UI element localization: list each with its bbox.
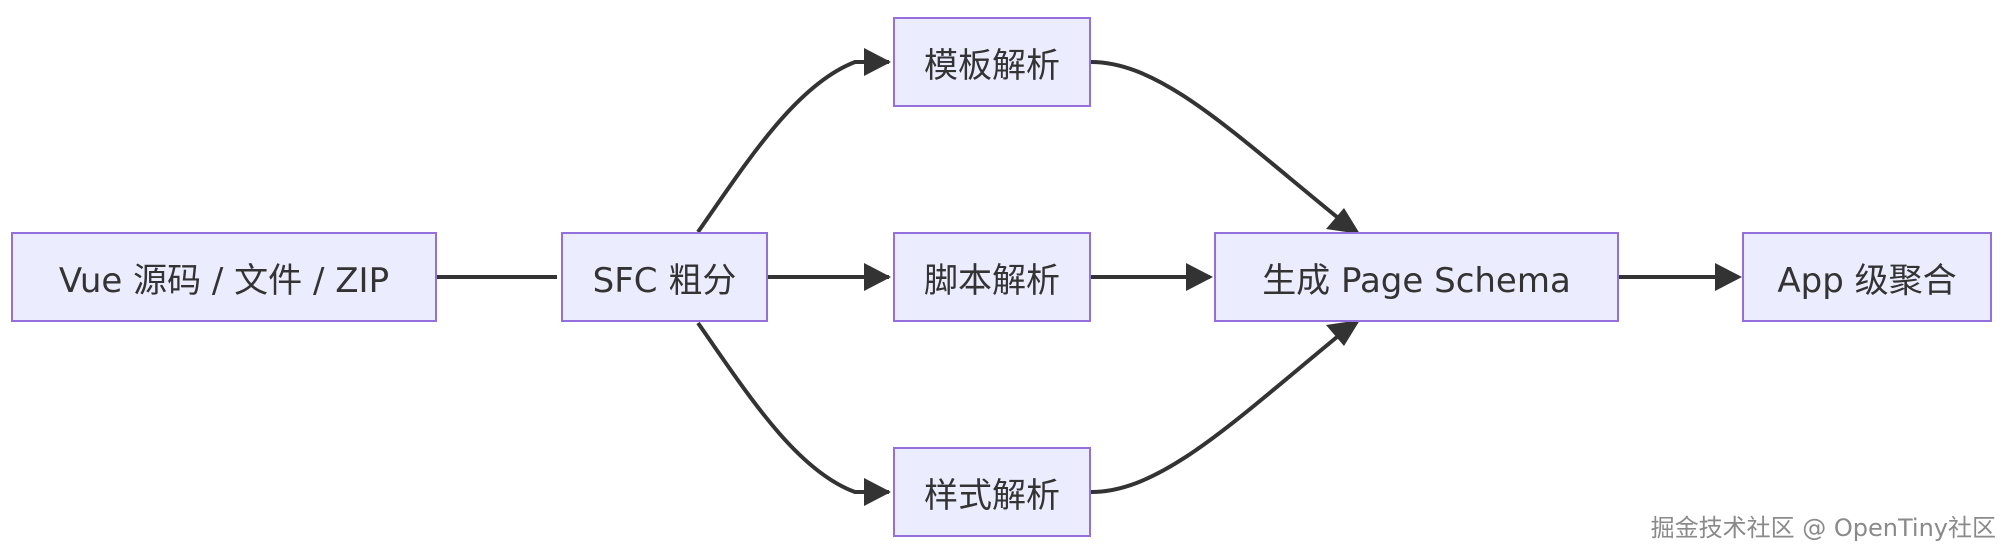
arrowhead-sfc-to-template (864, 48, 891, 76)
arrowhead-script-to-page-schema (1186, 263, 1213, 291)
edge-template-to-page-schema (1090, 60, 1339, 219)
node-template-parse: 模板解析 (893, 17, 1091, 107)
node-generate-page-schema: 生成 Page Schema (1214, 232, 1619, 322)
arrowhead-template-to-page-schema (1326, 208, 1360, 234)
node-script-parse: 脚本解析 (893, 232, 1091, 322)
arrowhead-sfc-to-style (864, 478, 891, 506)
node-sfc-split: SFC 粗分 (561, 232, 768, 322)
arrowhead-page-schema-to-app (1715, 263, 1742, 291)
node-vue-source: Vue 源码 / 文件 / ZIP (11, 232, 437, 322)
arrowhead-style-to-page-schema (1326, 320, 1360, 346)
edge-style-to-page-schema (1090, 335, 1339, 494)
edge-sfc-to-template (696, 60, 889, 234)
node-app-aggregation: App 级聚合 (1742, 232, 1992, 322)
node-style-parse: 样式解析 (893, 447, 1091, 537)
arrowhead-sfc-to-script (864, 263, 891, 291)
edge-sfc-to-style (696, 321, 889, 494)
watermark: 掘金技术社区 @ OpenTiny社区 (1650, 514, 1996, 542)
